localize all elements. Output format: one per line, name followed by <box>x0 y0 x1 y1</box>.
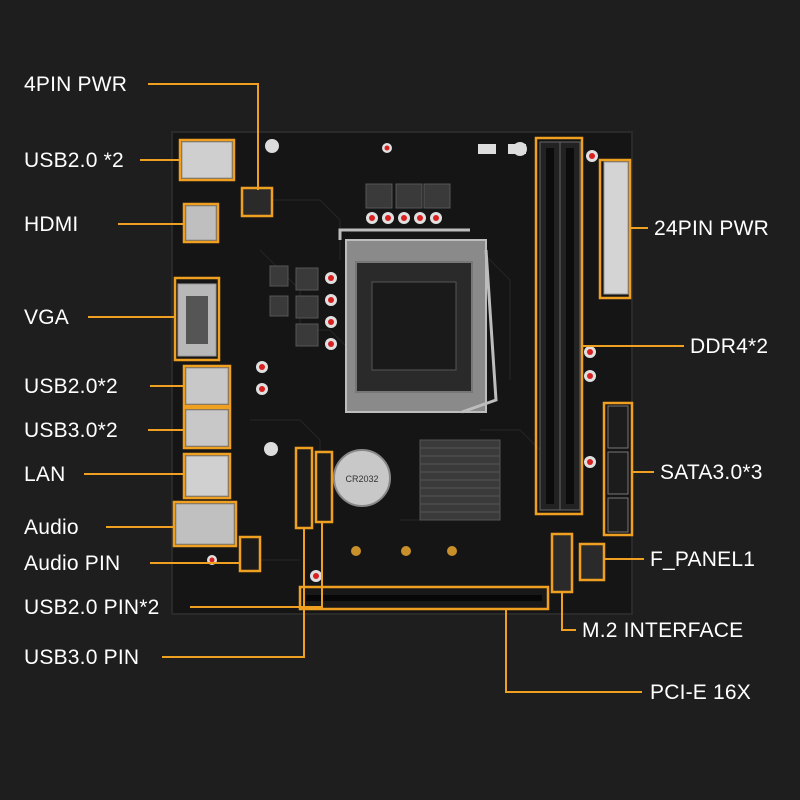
label-sata: SATA3.0*3 <box>660 461 763 484</box>
capacitors <box>207 143 598 582</box>
mount-hole <box>264 442 278 456</box>
label-fpanel: F_PANEL1 <box>650 548 756 571</box>
label-vga: VGA <box>24 306 69 329</box>
fpanel-header <box>578 542 606 582</box>
cpu-socket <box>338 228 498 414</box>
label-hdmi: HDMI <box>24 213 79 236</box>
leader-usb30-pin <box>162 528 305 658</box>
leader-m2 <box>561 592 576 631</box>
label-usb30: USB3.0*2 <box>24 419 118 442</box>
header-connector <box>508 144 526 154</box>
standoffs <box>351 546 457 556</box>
lan-highlight <box>182 452 232 500</box>
label-usb30-pin: USB3.0 PIN <box>24 646 140 669</box>
label-ddr4: DDR4*2 <box>690 335 769 358</box>
label-4pin-pwr: 4PIN PWR <box>24 73 128 96</box>
label-24pin-pwr: 24PIN PWR <box>654 217 769 240</box>
atx-4pin-connector <box>240 186 274 218</box>
ddr4-slots <box>539 141 581 511</box>
leader-pcie <box>505 609 642 693</box>
vga-highlight <box>173 276 221 362</box>
battery-label: CR2032 <box>345 474 378 484</box>
label-usb20-top: USB2.0 *2 <box>24 149 124 172</box>
sata-ports <box>607 405 629 533</box>
label-lan: LAN <box>24 463 66 486</box>
cmos-battery: CR2032 <box>333 449 391 507</box>
atx-24pin-connector <box>603 161 629 295</box>
audio-highlight <box>172 500 238 548</box>
label-audio-pin: Audio PIN <box>24 552 121 575</box>
label-m2: M.2 INTERFACE <box>582 619 744 642</box>
label-pcie: PCI-E 16X <box>650 681 752 704</box>
label-usb20-mid: USB2.0*2 <box>24 375 118 398</box>
label-usb20-pin: USB2.0 PIN*2 <box>24 596 160 619</box>
rear-io <box>172 138 238 548</box>
sata-highlight <box>602 401 634 537</box>
usb30-pin-header <box>294 446 314 530</box>
leader-usb20-pin <box>190 522 323 608</box>
usb30-highlight <box>182 406 232 450</box>
mount-hole <box>265 139 279 153</box>
label-audio: Audio <box>24 516 79 539</box>
m2-slot <box>550 532 574 594</box>
leader-4pin-pwr <box>148 83 259 190</box>
leader-lines <box>84 83 684 693</box>
audio-pin-header <box>238 535 262 573</box>
header-connector <box>478 144 496 154</box>
usb20-pin-header <box>314 450 334 524</box>
chipset-heatsink <box>419 439 501 521</box>
vrm-chokes <box>269 183 451 347</box>
ddr4-highlight <box>534 136 584 516</box>
